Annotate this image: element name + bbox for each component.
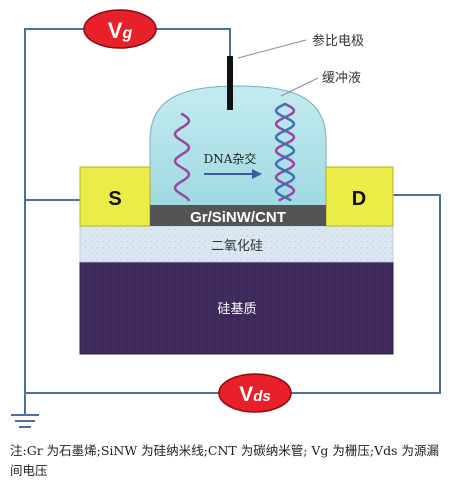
reference-electrode [227, 56, 233, 110]
gate-voltage-sub: g [121, 25, 132, 42]
circuit-wires [24, 28, 441, 415]
gate-wire [24, 28, 225, 394]
drain-electrode [325, 166, 394, 227]
vds-main: V [239, 383, 253, 406]
gate-voltage-meter: Vg [83, 9, 157, 49]
reference-electrode-leader [237, 39, 307, 59]
drain-label: D [352, 188, 366, 210]
gate-voltage-main: V [108, 18, 123, 43]
drain-source-voltage-label: Vds [239, 383, 271, 406]
buffer-label: 缓冲液 [322, 71, 361, 86]
drain-wire [285, 194, 441, 394]
dna-single-strand [173, 112, 191, 202]
gate-wire-to-electrode [156, 28, 231, 56]
buffer-leader [280, 77, 319, 97]
vds-sub: ds [253, 388, 271, 405]
substrate-layer [79, 261, 394, 355]
hybridization-arrow [204, 169, 262, 179]
figure-note: 注:Gr 为石墨烯;SiNW 为硅纳米线;CNT 为碳纳米管; Vg 为栅压;V… [10, 443, 440, 478]
oxide-label: 二氧化硅 [211, 239, 263, 254]
ground-icon [11, 414, 39, 428]
gate-voltage-label: Vg [108, 18, 133, 43]
channel-layer [150, 205, 326, 226]
hybridization-label: DNA杂交 [204, 151, 257, 166]
dna-double-strand [274, 102, 296, 202]
oxide-layer [79, 225, 394, 263]
substrate-label: 硅基质 [217, 302, 256, 317]
source-electrode [79, 166, 151, 227]
reference-electrode-label: 参比电极 [312, 33, 364, 49]
source-label: S [108, 188, 121, 210]
channel-label: Gr/SiNW/CNT [190, 209, 286, 226]
drain-source-voltage-meter: Vds [218, 373, 292, 413]
